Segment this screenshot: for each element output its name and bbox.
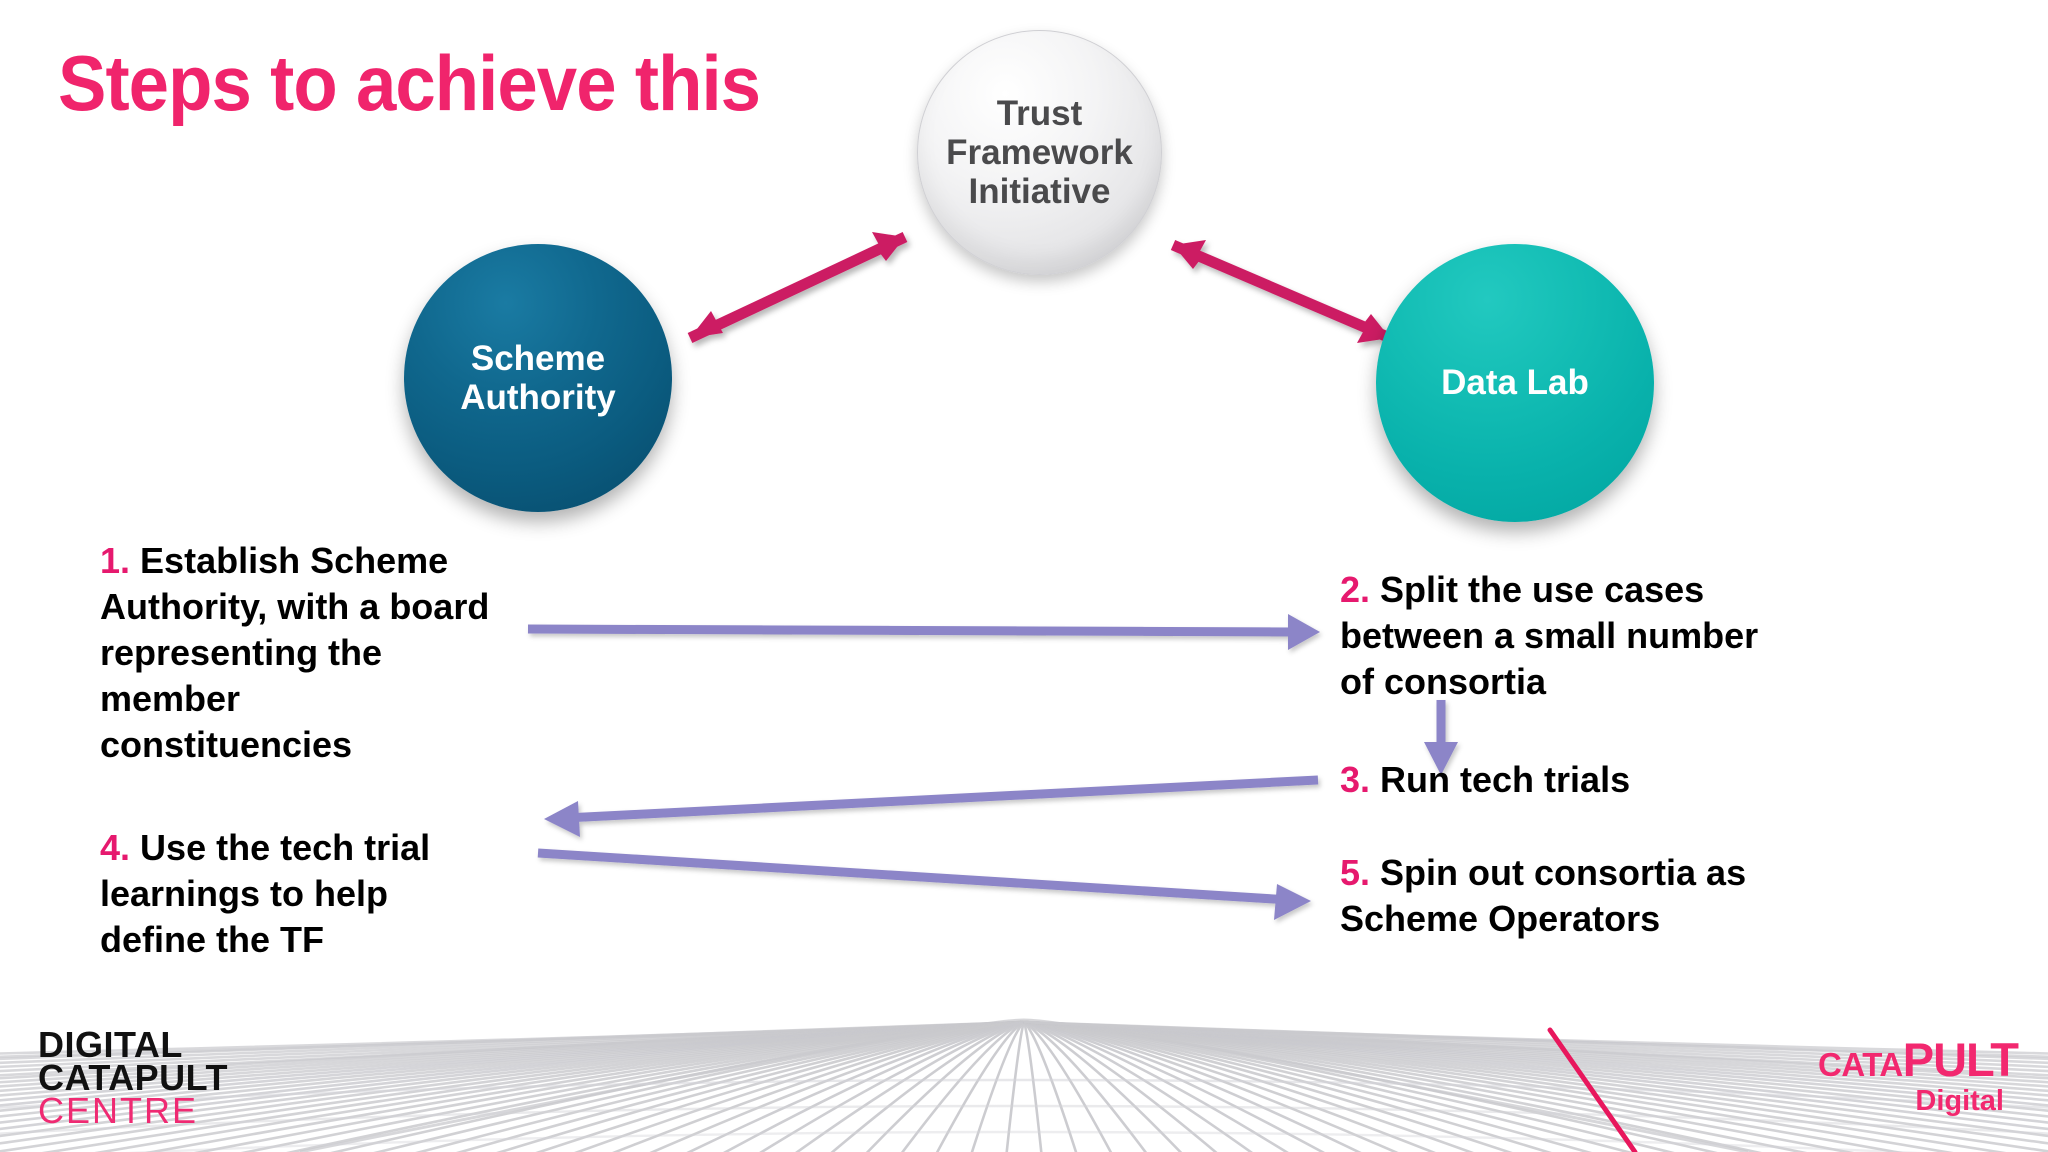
connector-trust-to-datalab bbox=[1170, 239, 1393, 344]
step-item-5: 5. Spin out consortia as Scheme Operator… bbox=[1340, 850, 1810, 942]
connector-step4-to-step5 bbox=[537, 848, 1311, 920]
step-label-5: Spin out consortia as Scheme Operators bbox=[1340, 852, 1747, 940]
node-scheme-authority[interactable]: Scheme Authority bbox=[404, 244, 672, 512]
step-label-1: Establish Scheme Authority, with a board… bbox=[100, 540, 490, 766]
step-number-5: 5. bbox=[1340, 852, 1371, 893]
step-label-4: Use the tech trial learnings to help def… bbox=[100, 827, 431, 961]
step-label-2: Split the use cases between a small numb… bbox=[1340, 569, 1759, 703]
node-trust-framework-initiative[interactable]: Trust Framework Initiative bbox=[917, 30, 1162, 275]
logo-right-wordmark: CATAPULT bbox=[1818, 1036, 2019, 1083]
step-item-4: 4. Use the tech trial learnings to help … bbox=[100, 825, 500, 963]
logo-right-part-1: CATA bbox=[1818, 1046, 1903, 1083]
node-data-lab[interactable]: Data Lab bbox=[1376, 244, 1654, 522]
logo-right-part-2: PULT bbox=[1902, 1033, 2019, 1086]
node-trust-framework-initiative-label: Trust Framework Initiative bbox=[946, 93, 1133, 212]
catapult-digital-logo: CATAPULT Digital bbox=[1818, 1036, 2019, 1118]
step-item-1: 1. Establish Scheme Authority, with a bo… bbox=[100, 538, 500, 768]
step-number-2: 2. bbox=[1340, 569, 1371, 610]
logo-right-subtitle: Digital bbox=[1915, 1084, 2004, 1117]
decorative-line-pattern bbox=[0, 1018, 2048, 1152]
page-title: Steps to achieve this bbox=[58, 39, 761, 127]
node-data-lab-label: Data Lab bbox=[1441, 363, 1589, 403]
logo-left-line-3: CENTRE bbox=[38, 1090, 199, 1132]
step-item-3: 3. Run tech trials bbox=[1340, 757, 1780, 803]
step-item-2: 2. Split the use cases between a small n… bbox=[1340, 567, 1780, 705]
node-scheme-authority-label: Scheme Authority bbox=[460, 338, 616, 417]
connector-scheme-to-trust bbox=[687, 232, 908, 343]
connector-step3-to-step4 bbox=[544, 775, 1319, 837]
step-number-3: 3. bbox=[1340, 759, 1371, 800]
connector-step1-to-step2 bbox=[527, 614, 1320, 650]
digital-catapult-centre-logo: DIGITAL CATAPULT CENTRE bbox=[38, 1026, 228, 1132]
step-label-3: Run tech trials bbox=[1380, 759, 1631, 800]
step-number-4: 4. bbox=[100, 827, 131, 868]
step-number-1: 1. bbox=[100, 540, 131, 581]
